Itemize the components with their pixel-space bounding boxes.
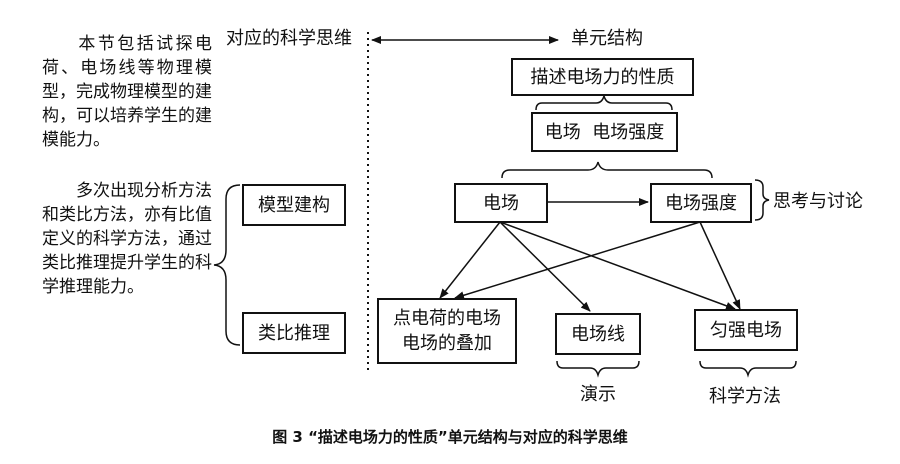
header-unit-structure: 单元结构: [571, 28, 643, 49]
brace-under-field-lines: [556, 360, 640, 378]
field-and-intensity-box: 电场 电场强度: [531, 112, 678, 152]
field-intensity-box: 电场强度: [650, 183, 752, 223]
analogy-reasoning-box: 类比推理: [242, 312, 346, 354]
point-charge-superposition-box: 点电荷的电场 电场的叠加: [377, 298, 517, 364]
electric-force-property-box: 描述电场力的性质: [511, 58, 694, 96]
arrow-field-to-point-charge: [439, 221, 501, 299]
arrow-field-to-field-lines: [499, 221, 591, 312]
model-building-box: 模型建构: [242, 184, 346, 226]
point-charge-field-label: 点电荷的电场: [393, 308, 501, 329]
intro-paragraph-2: 多次出现分析方法和类比方法，亦有比值定义的科学方法，通过类比推理提升学生的科学推…: [42, 181, 212, 297]
uniform-field-box: 匀强电场: [694, 309, 798, 351]
left-brace: [213, 184, 241, 346]
brace-under-second: [501, 161, 713, 179]
field-lines-box: 电场线: [555, 313, 641, 355]
electric-field-box: 电场: [454, 183, 548, 223]
arrow-intensity-to-point-charge: [454, 221, 701, 300]
intro-paragraph-1: 本节包括试探电荷、电场线等物理模型，完成物理模型的建构，可以培养学生的建模能力。: [42, 34, 212, 150]
brace-under-top: [535, 93, 673, 111]
right-brace: [754, 179, 770, 221]
arrow-field-to-uniform: [499, 221, 736, 310]
think-and-discuss-label: 思考与讨论: [773, 191, 863, 212]
brace-under-uniform: [699, 360, 797, 378]
demo-label: 演示: [580, 384, 616, 405]
scientific-method-label: 科学方法: [709, 386, 781, 407]
arrow-intensity-to-uniform: [699, 221, 741, 310]
figure-caption: 图 3 “描述电场力的性质”单元结构与对应的科学思维: [272, 428, 628, 446]
field-superposition-label: 电场的叠加: [402, 333, 492, 354]
header-scientific-thinking: 对应的科学思维: [226, 28, 352, 49]
